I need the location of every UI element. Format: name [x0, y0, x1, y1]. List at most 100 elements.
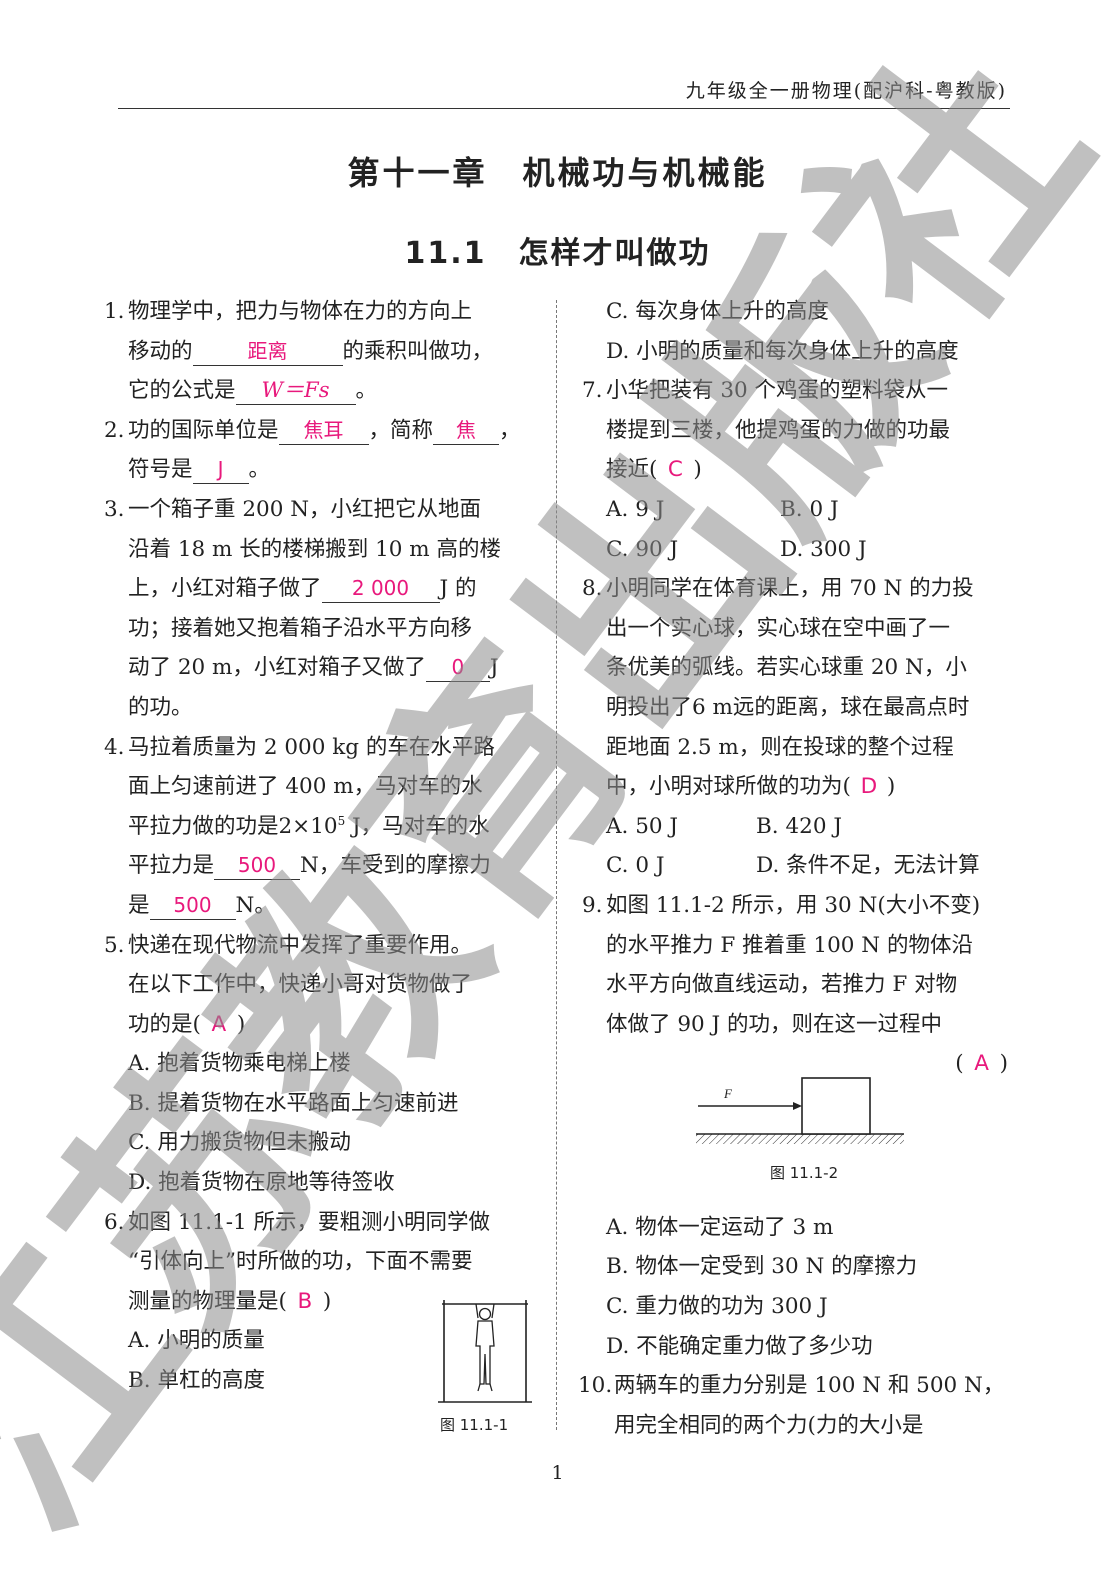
option-b: B. 物体一定受到 30 N 的摩擦力	[606, 1254, 918, 1280]
option-d: D. 抱着货物在原地等待签收	[128, 1170, 395, 1196]
question-text: 马拉着质量为 2 000 kg 的车在水平路	[128, 734, 495, 760]
force-label: F	[723, 1086, 733, 1101]
section-title: 11.1 怎样才叫做功	[404, 236, 711, 271]
answer-blank: J	[192, 456, 249, 485]
pull-up-bar	[438, 1300, 532, 1403]
question-10: 10. 两辆车的重力分别是 100 N 和 500 N， 用完全相同的两个力(力…	[578, 1366, 1012, 1445]
question-text: 如图 11.1-2 所示，用 30 N(大小不变)	[606, 892, 981, 918]
question-5: 5. 快递在现代物流中发挥了重要作用。 在以下工作中，快递小哥对货物做了 功的是…	[104, 926, 536, 1203]
question-text: 小明同学在体育课上，用 70 N 的力投	[606, 576, 974, 602]
question-text: 用完全相同的两个力(力的大小是	[614, 1412, 924, 1438]
option-a: A. 小明的质量	[128, 1328, 265, 1354]
question-text: 楼提到三楼，他提鸡蛋的力做的功最	[606, 417, 951, 443]
option-list: A. 小明的质量 B. 单杠的高度	[104, 1321, 536, 1400]
question-number: 8.	[582, 576, 603, 602]
option-c: C. 90 J	[606, 536, 679, 562]
question-text: 平拉力做的功是2×105 J，马对车的水	[128, 813, 490, 839]
option-c: C. 0 J	[606, 853, 665, 879]
question-text: 测量的物理量是(B)	[128, 1282, 536, 1322]
answer-blank: 焦	[433, 417, 500, 445]
question-text: 功的是(A)	[128, 1005, 536, 1045]
question-text: 的水平推力 F 推着重 100 N 的物体沿	[606, 932, 973, 958]
chapter-title: 第十一章 机械功与机械能	[347, 154, 768, 192]
option-b: B. 420 J	[756, 813, 842, 839]
question-number: 5.	[104, 932, 125, 958]
question-text: 体做了 90 J 的功，则在这一过程中	[606, 1011, 942, 1037]
question-text: 如图 11.1-1 所示，要粗测小明同学做	[128, 1209, 490, 1235]
question-text: 小华把装有 30 个鸡蛋的塑料袋从一	[606, 378, 949, 404]
question-text: 两辆车的重力分别是 100 N 和 500 N，	[614, 1373, 1005, 1399]
question-text: 功；接着她又抱着箱子沿水平方向移	[128, 615, 473, 641]
answer-choice: A	[211, 1011, 227, 1037]
option-d: D. 不能确定重力做了多少功	[606, 1333, 873, 1359]
option-a: A. 物体一定运动了 3 m	[606, 1214, 834, 1240]
answer-blank: 距离	[192, 338, 343, 366]
question-text: 条优美的弧线。若实心球重 20 N，小	[606, 655, 967, 681]
question-text: 物理学中，把力与物体在力的方向上	[128, 299, 473, 324]
question-6: 6. 如图 11.1-1 所示，要粗测小明同学做 “引体向上”时所做的功，下面不…	[104, 1203, 536, 1401]
figure-caption: 图 11.1-1	[440, 1416, 509, 1434]
option-b: B. 提着货物在水平路面上匀速前进	[128, 1090, 459, 1116]
option-list: A. 抱着货物乘电梯上楼 B. 提着货物在水平路面上匀速前进 C. 用力搬货物但…	[104, 1044, 536, 1202]
question-8: 8. 小明同学在体育课上，用 70 N 的力投 出一个实心球，实心球在空中画了一…	[582, 569, 1012, 886]
arrow-head-icon	[793, 1102, 802, 1110]
question-4: 4. 马拉着质量为 2 000 kg 的车在水平路 面上匀速前进了 400 m，…	[104, 728, 536, 926]
running-head: 九年级全一册物理(配沪科-粤教版)	[685, 80, 1007, 102]
option-list: A. 物体一定运动了 3 m B. 物体一定受到 30 N 的摩擦力 C. 重力…	[582, 1208, 1012, 1366]
question-number: 2.	[104, 417, 125, 443]
question-text: 移动的距离的乘积叫做功，	[128, 338, 494, 366]
page-number: 1	[551, 1462, 564, 1484]
question-text: 功的国际单位是焦耳，简称焦，	[128, 417, 521, 445]
option-list: A. 9 J B. 0 J C. 90 J D. 300 J	[582, 490, 1012, 569]
question-number: 9.	[582, 892, 603, 918]
question-number: 7.	[582, 378, 603, 404]
option-d: D. 300 J	[780, 536, 867, 562]
question-text: 在以下工作中，快递小哥对货物做了	[128, 972, 473, 998]
question-text: 快递在现代物流中发挥了重要作用。	[128, 932, 473, 958]
option-a: A. 50 J	[606, 813, 679, 839]
answer-line: (A)	[606, 1044, 1012, 1084]
ground-hatch	[696, 1134, 904, 1144]
option-d: D. 小明的质量和每次身体上升的高度	[606, 338, 959, 364]
option-d: D. 条件不足，无法计算	[756, 853, 980, 879]
right-column: C. 每次身体上升的高度 D. 小明的质量和每次身体上升的高度 7. 小华把装有…	[578, 292, 1012, 1445]
answer-blank: 焦耳	[278, 417, 369, 445]
option-b: B. 0 J	[780, 496, 839, 522]
question-text: “引体向上”时所做的功，下面不需要	[128, 1249, 473, 1275]
question-text: 一个箱子重 200 N，小红把它从地面	[128, 496, 482, 522]
push-block-figure: F	[696, 1077, 904, 1144]
option-c: C. 重力做的功为 300 J	[606, 1294, 828, 1320]
option-list: A. 50 J B. 420 J C. 0 J D. 条件不足，无法计算	[582, 807, 1012, 886]
question-number: 3.	[104, 496, 125, 522]
question-number: 4.	[104, 734, 125, 760]
answer-blank: W＝Fs	[235, 377, 356, 406]
question-text: 面上匀速前进了 400 m，马对车的水	[128, 774, 483, 800]
question-text: 距地面 2.5 m，则在投球的整个过程	[606, 734, 954, 760]
person-icon	[475, 1303, 495, 1392]
question-text: 接近(C)	[606, 450, 1012, 490]
question-text: 明投出了6 m远的距离，球在最高点时	[606, 694, 970, 720]
question-number: 6.	[104, 1209, 125, 1235]
question-9: 9. 如图 11.1-2 所示，用 30 N(大小不变) 的水平推力 F 推着重…	[582, 886, 1012, 1366]
option-a: A. 9 J	[606, 496, 665, 522]
question-text: 沿着 18 m 长的楼梯搬到 10 m 高的楼	[128, 536, 501, 562]
answer-choice: C	[667, 457, 683, 483]
question-number: 10.	[578, 1373, 613, 1399]
answer-choice: D	[860, 774, 878, 800]
figure-caption: 图 11.1-2	[770, 1164, 839, 1182]
question-7: 7. 小华把装有 30 个鸡蛋的塑料袋从一 楼提到三楼，他提鸡蛋的力做的功最 接…	[582, 371, 1012, 569]
option-b: B. 单杠的高度	[128, 1368, 265, 1394]
block	[801, 1077, 871, 1135]
answer-blank: 500	[149, 892, 236, 920]
answer-choice: A	[974, 1051, 989, 1077]
pull-up-figure	[438, 1300, 532, 1403]
answer-blank: 0	[425, 654, 490, 683]
